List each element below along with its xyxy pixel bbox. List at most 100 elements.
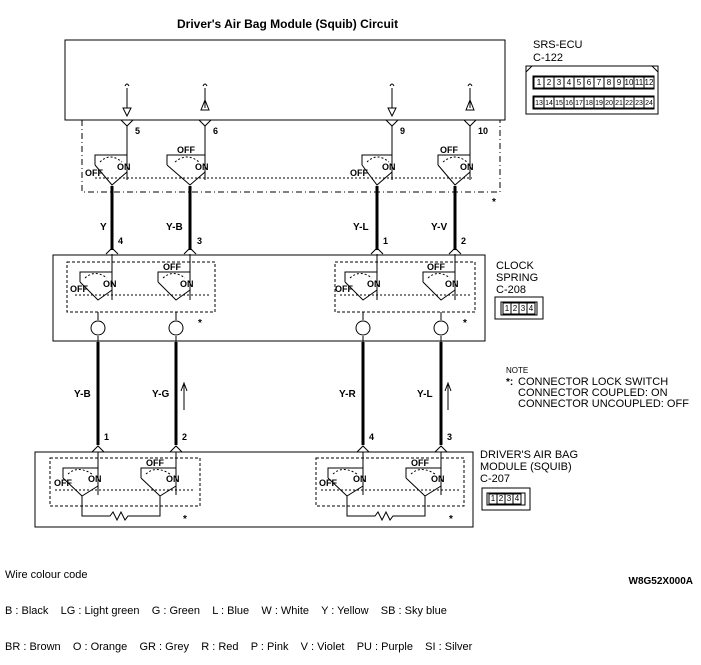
connector-pin-number: 11 bbox=[635, 78, 644, 87]
connector-pin-number: 2 bbox=[513, 304, 518, 313]
connector-pin-number: 20 bbox=[605, 100, 613, 107]
connector-pin-number: 4 bbox=[529, 304, 534, 313]
clock-spring-terminal: 1 bbox=[383, 236, 388, 246]
switch-off-label: OFF bbox=[440, 145, 458, 155]
wire-color: Y-R bbox=[339, 389, 356, 400]
note-line: CONNECTOR LOCK SWITCH bbox=[518, 376, 668, 388]
connector-pin-number: 21 bbox=[615, 100, 623, 107]
figure-code: W8G52X000A bbox=[628, 576, 693, 587]
clock-spring-terminal: 2 bbox=[461, 236, 466, 246]
connector-pin-number: 15 bbox=[555, 100, 563, 107]
connector-pin-number: 14 bbox=[545, 100, 553, 107]
connector-pin-number: 3 bbox=[507, 494, 512, 503]
connector-pin-cell bbox=[512, 493, 522, 505]
ecu-name: SRS-ECU bbox=[533, 39, 583, 51]
squib-connector-id: C-207 bbox=[480, 473, 510, 485]
connector-pin-number: 9 bbox=[617, 78, 622, 87]
switch-on-label: ON bbox=[117, 162, 131, 172]
connector-pin-number: 5 bbox=[577, 78, 582, 87]
connector-pin-number: 22 bbox=[625, 100, 633, 107]
wire-color: Y-L bbox=[417, 389, 433, 400]
connector-pin-number: 24 bbox=[645, 100, 653, 107]
switch-on-label: ON bbox=[367, 279, 381, 289]
switch-off-label: OFF bbox=[350, 168, 368, 178]
ecu-connector-id: C-122 bbox=[533, 52, 563, 64]
diagram-title: Driver's Air Bag Module (Squib) Circuit bbox=[177, 17, 398, 31]
connector-pin-number: 16 bbox=[565, 100, 573, 107]
connector-pin-number: 19 bbox=[595, 100, 603, 107]
note-line: CONNECTOR COUPLED: ON bbox=[518, 387, 668, 399]
squib-terminal: 1 bbox=[104, 432, 109, 442]
ecu-terminal: 10 bbox=[478, 126, 488, 136]
switch-off-label: OFF bbox=[85, 168, 103, 178]
connector-pin-number: 13 bbox=[535, 100, 543, 107]
squib-name: MODULE (SQUIB) bbox=[480, 461, 572, 473]
legend-line: BR : Brown O : Orange GR : Grey R : Red … bbox=[5, 641, 473, 653]
switch-off-label: OFF bbox=[146, 458, 164, 468]
wire-colour-legend: Wire colour code B : Black LG : Light gr… bbox=[5, 545, 472, 665]
lock-switch-asterisk: * bbox=[463, 318, 467, 329]
connector-pin-number: 2 bbox=[547, 78, 552, 87]
clock-spring-box bbox=[52, 254, 486, 342]
switch-off-label: OFF bbox=[54, 478, 72, 488]
connector-pin-number: 6 bbox=[587, 78, 592, 87]
connector-pin-cell bbox=[643, 96, 655, 109]
note-heading: NOTE bbox=[506, 366, 528, 375]
switch-off-label: OFF bbox=[427, 262, 445, 272]
switch-off-label: OFF bbox=[411, 458, 429, 468]
connector-pin-number: 4 bbox=[515, 494, 520, 503]
legend-line: B : Black LG : Light green G : Green L :… bbox=[5, 605, 447, 617]
connector-pin-number: 2 bbox=[499, 494, 504, 503]
connector-pin-number: 3 bbox=[521, 304, 526, 313]
srs-ecu-box bbox=[64, 39, 506, 121]
connector-pin-number: 1 bbox=[491, 494, 496, 503]
switch-off-label: OFF bbox=[335, 284, 353, 294]
squib-terminal: 4 bbox=[369, 432, 374, 442]
switch-on-label: ON bbox=[382, 162, 396, 172]
connector-pin-number: 7 bbox=[597, 78, 602, 87]
connector-pin-number: 4 bbox=[567, 78, 572, 87]
ecu-terminal: 9 bbox=[400, 126, 405, 136]
note-line: CONNECTOR UNCOUPLED: OFF bbox=[518, 398, 689, 410]
wire-color: Y-V bbox=[431, 222, 447, 233]
ecu-terminal: 5 bbox=[135, 126, 140, 136]
switch-on-label: ON bbox=[166, 474, 180, 484]
lock-switch-asterisk: * bbox=[183, 514, 187, 525]
switch-off-label: OFF bbox=[163, 262, 181, 272]
clock-spring-terminal: 3 bbox=[197, 236, 202, 246]
squib-connector-face bbox=[481, 487, 531, 511]
switch-on-label: ON bbox=[88, 474, 102, 484]
connector-pin-number: 18 bbox=[585, 100, 593, 107]
wire-color: Y-L bbox=[353, 222, 369, 233]
connector-pin-number: 3 bbox=[557, 78, 562, 87]
connector-pin-cell bbox=[643, 76, 655, 89]
lock-switch-asterisk: * bbox=[449, 514, 453, 525]
wire-color: Y bbox=[100, 222, 107, 233]
connector-pin-number: 17 bbox=[575, 100, 583, 107]
switch-off-label: OFF bbox=[70, 284, 88, 294]
wire-color: Y-B bbox=[166, 222, 183, 233]
clock-spring-name: SPRING bbox=[496, 272, 538, 284]
switch-on-label: ON bbox=[180, 279, 194, 289]
connector-pin-number: 23 bbox=[635, 100, 643, 107]
legend-heading: Wire colour code bbox=[5, 569, 88, 581]
connector-pin-number: 8 bbox=[607, 78, 612, 87]
lock-switch-asterisk: * bbox=[492, 197, 496, 208]
connector-pin-number: 12 bbox=[645, 78, 654, 87]
connector-pin-number: 1 bbox=[537, 78, 542, 87]
switch-on-label: ON bbox=[431, 474, 445, 484]
ecu-terminal: 6 bbox=[213, 126, 218, 136]
switch-on-label: ON bbox=[445, 279, 459, 289]
wire-color: Y-B bbox=[74, 389, 91, 400]
ecu-connector-region bbox=[81, 120, 501, 193]
squib-box bbox=[34, 451, 474, 528]
connector-pin-cell bbox=[526, 302, 536, 315]
switch-on-label: ON bbox=[353, 474, 367, 484]
clock-spring-terminal: 4 bbox=[118, 236, 123, 246]
clock-spring-connector-id: C-208 bbox=[496, 284, 526, 296]
clock-spring-name: CLOCK bbox=[496, 260, 535, 272]
squib-name: DRIVER'S AIR BAG bbox=[480, 449, 578, 461]
note-star: *: bbox=[506, 377, 513, 388]
clock-spring-connector-face bbox=[494, 296, 544, 320]
